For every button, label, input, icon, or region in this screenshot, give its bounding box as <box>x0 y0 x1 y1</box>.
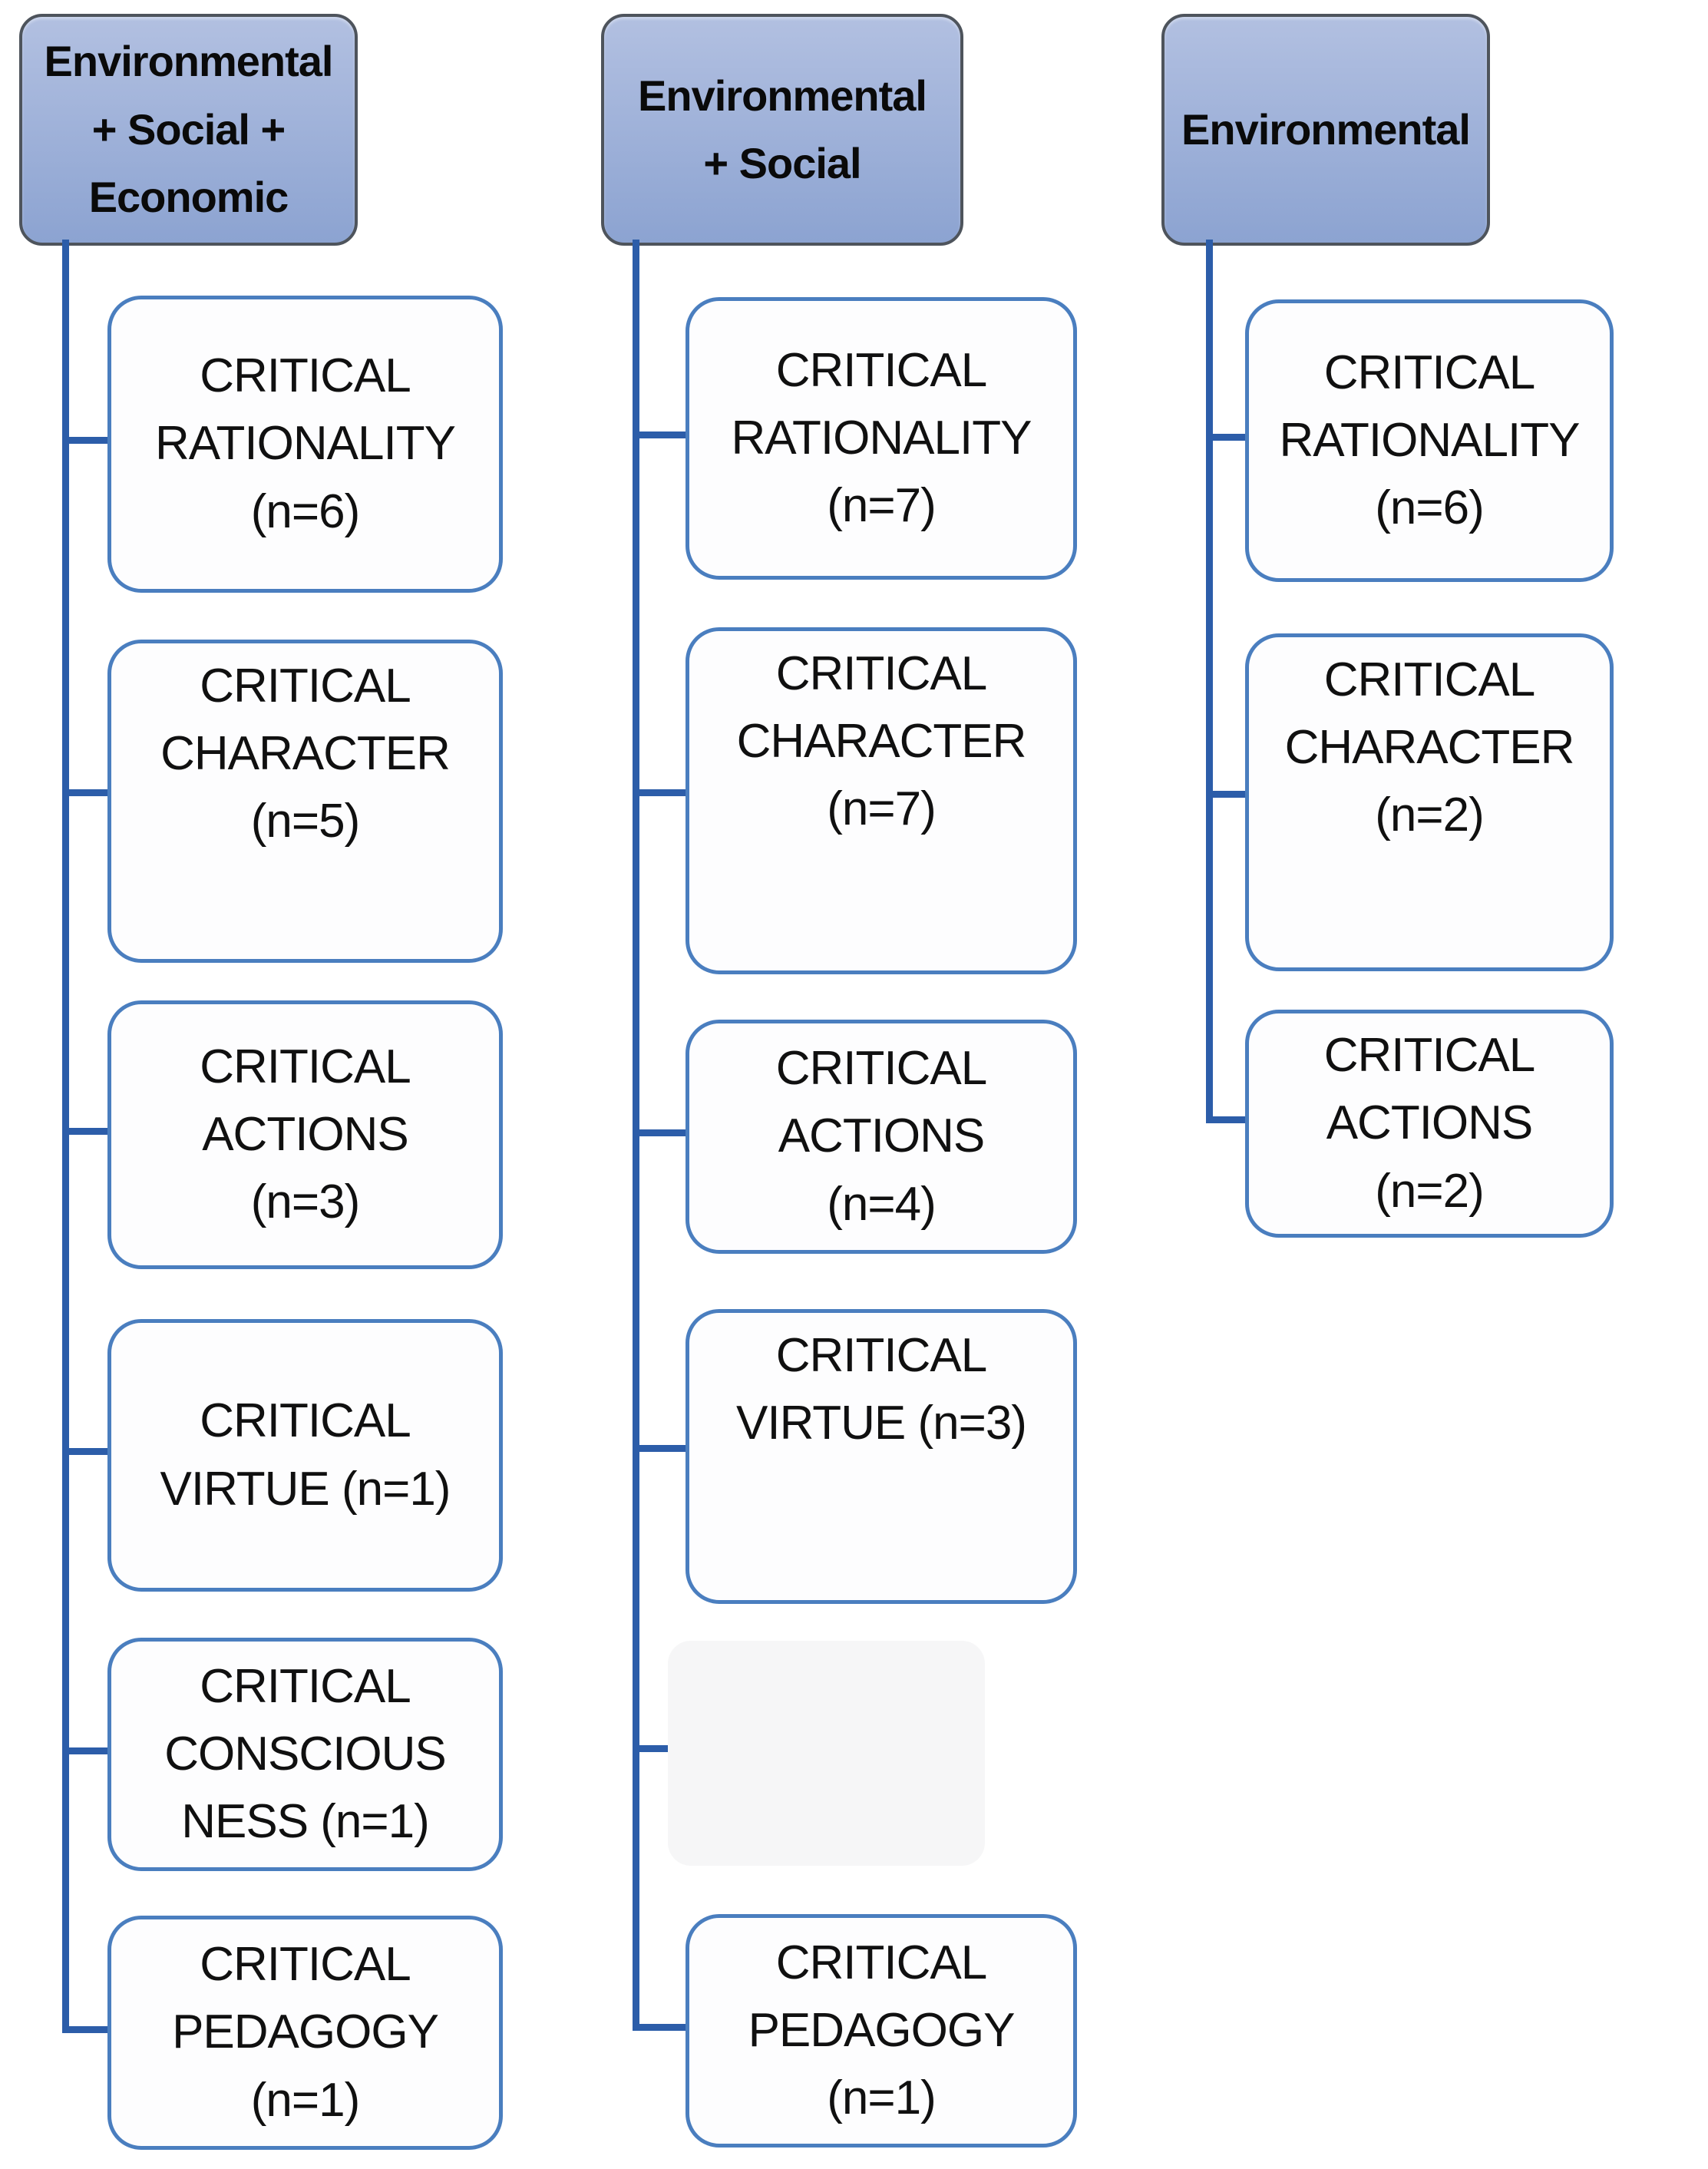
category-header-environmental-social: Environmental + Social <box>601 14 963 246</box>
connector-tick <box>62 1448 115 1455</box>
connector-tick <box>62 1128 115 1135</box>
connector-tick <box>633 1129 691 1136</box>
connector-tick <box>633 431 691 438</box>
node-critical-pedagogy: CRITICAL PEDAGOGY (n=1) <box>107 1916 503 2150</box>
category-header-environmental-social-economic: Environmental + Social + Economic <box>19 14 358 246</box>
connector-tick <box>62 1747 115 1754</box>
connector-tick <box>1206 434 1251 441</box>
node-critical-character: CRITICAL CHARACTER (n=2) <box>1245 633 1614 971</box>
connector-elbow <box>62 2026 115 2033</box>
node-critical-rationality: CRITICAL RATIONALITY (n=6) <box>1245 299 1614 582</box>
branch-line-column-1 <box>62 240 69 2033</box>
node-critical-rationality: CRITICAL RATIONALITY (n=6) <box>107 296 503 593</box>
connector-tick <box>633 789 691 796</box>
connector-tick <box>62 437 115 444</box>
connector-tick <box>62 789 115 796</box>
node-critical-rationality: CRITICAL RATIONALITY (n=7) <box>686 297 1077 580</box>
category-header-environmental: Environmental <box>1161 14 1490 246</box>
node-critical-consciousness: CRITICAL CONSCIOUS NESS (n=1) <box>107 1638 503 1871</box>
node-critical-actions: CRITICAL ACTIONS (n=3) <box>107 1000 503 1269</box>
connector-tick <box>1206 791 1251 798</box>
node-critical-character: CRITICAL CHARACTER (n=5) <box>107 640 503 963</box>
branch-line-column-3 <box>1206 240 1213 1123</box>
node-critical-actions: CRITICAL ACTIONS (n=2) <box>1245 1010 1614 1238</box>
node-critical-pedagogy: CRITICAL PEDAGOGY (n=1) <box>686 1914 1077 2148</box>
node-critical-character: CRITICAL CHARACTER (n=7) <box>686 627 1077 974</box>
node-critical-virtue: CRITICAL VIRTUE (n=1) <box>107 1319 503 1592</box>
connector-tick <box>633 1745 672 1752</box>
connector-elbow <box>633 2024 691 2031</box>
connector-elbow <box>1206 1116 1251 1123</box>
connector-tick <box>633 1445 691 1452</box>
node-critical-actions: CRITICAL ACTIONS (n=4) <box>686 1020 1077 1254</box>
node-empty <box>668 1641 985 1866</box>
node-critical-virtue: CRITICAL VIRTUE (n=3) <box>686 1309 1077 1604</box>
